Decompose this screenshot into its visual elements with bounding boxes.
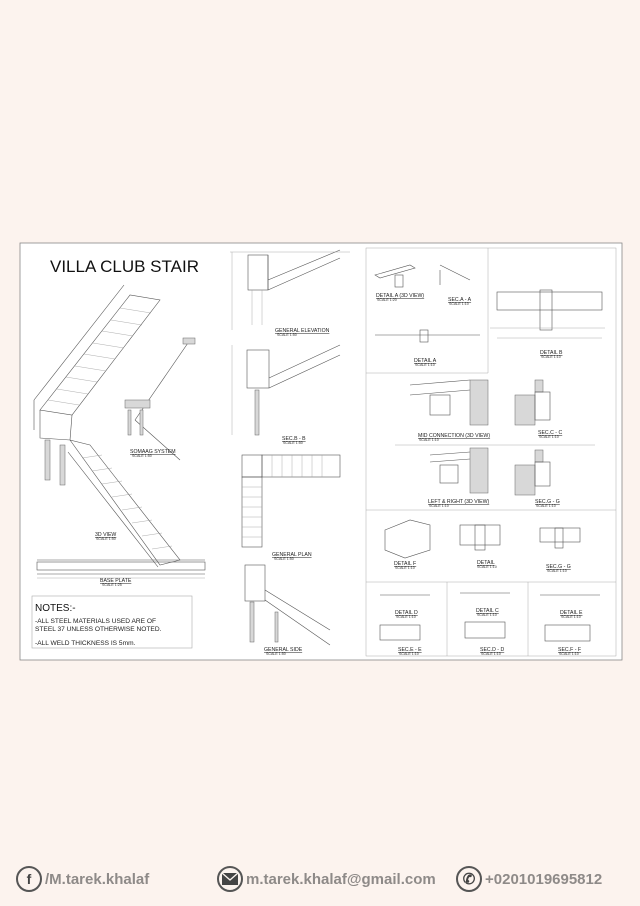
detail-row-drawings bbox=[384, 519, 581, 559]
scale-general-plan: SCALE 1:50 bbox=[274, 557, 294, 561]
label-sec-f: SEC.F - F bbox=[558, 647, 581, 653]
label-detail-c: DETAIL C bbox=[476, 608, 499, 614]
note-1-line-2: STEEL 37 UNLESS OTHERWISE NOTED. bbox=[35, 626, 162, 633]
notes-box bbox=[31, 595, 193, 649]
phone-icon: ✆ bbox=[456, 866, 482, 892]
scale-sec-a: SCALE 1:10 bbox=[449, 302, 469, 306]
label-detail-a-3d: DETAIL A (3D VIEW) bbox=[376, 293, 424, 299]
detail-a-drawings bbox=[374, 264, 480, 343]
bottom-details-drawings bbox=[379, 592, 600, 642]
phone-number[interactable]: +0201019695812 bbox=[485, 870, 603, 888]
label-sec-a: SEC.A - A bbox=[448, 297, 472, 303]
scale-mid-connection: SCALE 1:10 bbox=[419, 438, 439, 442]
general-elevation-drawing bbox=[230, 249, 350, 330]
label-somaag-system: SOMAAG SYSTEM bbox=[130, 449, 176, 455]
scale-sec-g: SCALE 1:10 bbox=[536, 504, 556, 508]
label-sec-e: SEC.E - E bbox=[398, 647, 422, 653]
scale-general-side: SCALE 1:50 bbox=[266, 652, 286, 656]
somaag-system-drawing bbox=[124, 337, 196, 461]
label-sec-d: SEC.D - D bbox=[480, 647, 504, 653]
scale-detail-b: SCALE 1:10 bbox=[541, 355, 561, 359]
note-2: -ALL WELD THICKNESS IS 5mm. bbox=[35, 640, 136, 647]
scale-detail-c: SCALE 1:10 bbox=[477, 613, 497, 617]
sec-b-drawing bbox=[231, 344, 341, 436]
label-left-right: LEFT & RIGHT (3D VIEW) bbox=[428, 499, 489, 505]
scale-detail-e: SCALE 1:10 bbox=[561, 615, 581, 619]
label-detail-f: DETAIL F bbox=[394, 561, 416, 567]
notes-heading: NOTES:- bbox=[35, 603, 76, 614]
general-side-drawing bbox=[244, 564, 331, 646]
email-address[interactable]: m.tarek.khalaf@gmail.com bbox=[246, 870, 436, 888]
label-mid-connection: MID CONNECTION (3D VIEW) bbox=[418, 433, 490, 439]
base-plate-drawing bbox=[36, 559, 206, 579]
left-right-drawing bbox=[429, 447, 551, 496]
sheet-title: VILLA CLUB STAIR bbox=[50, 257, 199, 276]
scale-3d-view: SCALE 1:50 bbox=[96, 537, 116, 541]
label-3d-view: 3D VIEW bbox=[95, 532, 116, 538]
scale-sec-b: SCALE 1:50 bbox=[283, 441, 303, 445]
label-general-plan: GENERAL PLAN bbox=[272, 552, 312, 558]
stair-3d-view bbox=[33, 284, 181, 568]
sheet-border bbox=[19, 242, 623, 661]
label-general-elevation: GENERAL ELEVATION bbox=[275, 328, 330, 334]
label-sec-b: SEC.B - B bbox=[282, 436, 306, 442]
label-detail: DETAIL bbox=[477, 560, 495, 566]
footer-phone[interactable]: ✆ +0201019695812 bbox=[456, 862, 602, 896]
scale-sec-g-2: SCALE 1:10 bbox=[547, 569, 567, 573]
scale-detail-a: SCALE 1:10 bbox=[415, 363, 435, 367]
label-detail-d: DETAIL D bbox=[395, 610, 418, 616]
label-sec-g: SEC.G - G bbox=[535, 499, 560, 505]
label-detail-b: DETAIL B bbox=[540, 350, 563, 356]
label-base-plate: BASE PLATE bbox=[100, 578, 132, 584]
detail-b-drawing bbox=[490, 289, 605, 339]
general-plan-drawing bbox=[241, 454, 341, 548]
detail-frames bbox=[365, 247, 617, 657]
footer-email[interactable]: m.tarek.khalaf@gmail.com bbox=[217, 862, 436, 896]
scale-sec-c: SCALE 1:10 bbox=[539, 435, 559, 439]
scale-general-elevation: SCALE 1:50 bbox=[277, 333, 297, 337]
mail-icon bbox=[217, 866, 243, 892]
label-detail-e: DETAIL E bbox=[560, 610, 583, 616]
scale-sec-d: SCALE 1:10 bbox=[481, 652, 501, 656]
footer-facebook[interactable]: f /M.tarek.khalaf bbox=[16, 862, 149, 896]
label-general-side: GENERAL SIDE bbox=[264, 647, 303, 653]
label-sec-g-2: SEC.G - G bbox=[546, 564, 571, 570]
scale-left-right: SCALE 1:10 bbox=[429, 504, 449, 508]
facebook-icon: f bbox=[16, 866, 42, 892]
facebook-handle[interactable]: /M.tarek.khalaf bbox=[45, 870, 150, 888]
note-1-line-1: -ALL STEEL MATERIALS USED ARE OF bbox=[35, 618, 156, 625]
scale-sec-f: SCALE 1:10 bbox=[559, 652, 579, 656]
scale-detail-a-3d: SCALE 1:20 bbox=[377, 298, 397, 302]
mid-connection-drawing bbox=[409, 379, 551, 426]
scale-sec-e: SCALE 1:10 bbox=[399, 652, 419, 656]
scale-somaag-system: SCALE 1:50 bbox=[132, 454, 152, 458]
scale-detail: SCALE 1:10 bbox=[477, 565, 497, 569]
scale-base-plate: SCALE 1:25 bbox=[102, 583, 122, 587]
label-sec-c: SEC.C - C bbox=[538, 430, 562, 436]
scale-detail-f: SCALE 1:10 bbox=[395, 566, 415, 570]
scale-detail-d: SCALE 1:10 bbox=[396, 615, 416, 619]
label-detail-a: DETAIL A bbox=[414, 358, 437, 364]
